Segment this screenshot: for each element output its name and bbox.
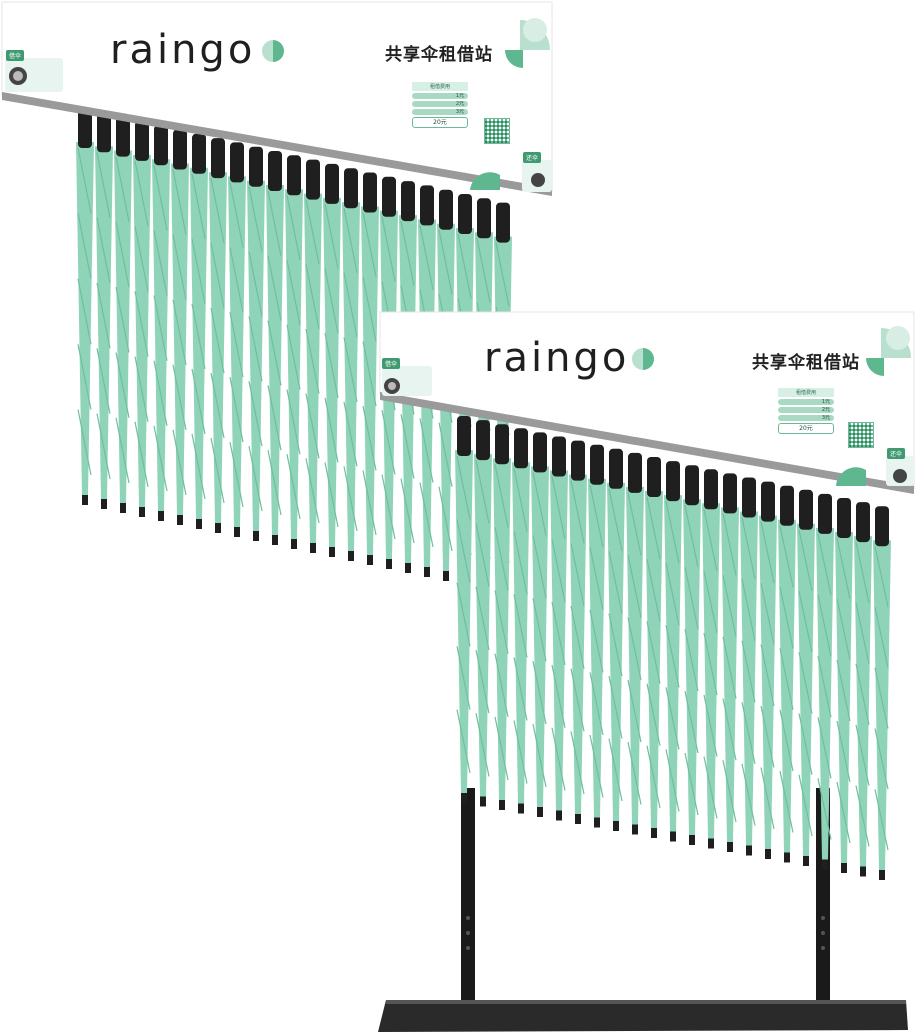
umbrella: [493, 424, 511, 810]
umbrella: [797, 489, 815, 866]
umbrella: [285, 155, 303, 549]
umbrella: [664, 461, 682, 842]
umbrella: [304, 159, 322, 553]
umbrella: [95, 112, 113, 509]
brand-logo-text: raingo: [110, 27, 256, 73]
station-title: 共享伞租借站: [752, 353, 860, 373]
pricing-row: 3元: [412, 109, 468, 115]
umbrella: [854, 502, 872, 877]
umbrella: [645, 457, 663, 838]
umbrella: [569, 440, 587, 824]
qr-code: [484, 118, 510, 144]
umbrella: [455, 416, 473, 803]
borrow-tag: 借伞: [6, 50, 25, 61]
pricing-card: 租借费用 1元 2元 3元 20元: [778, 388, 834, 434]
umbrella: [759, 481, 777, 859]
umbrella: [683, 465, 701, 845]
umbrella: [342, 168, 360, 561]
stand-base: [378, 1000, 908, 1032]
umbrella: [190, 133, 208, 529]
return-tag: 还伞: [887, 448, 906, 459]
umbrella: [152, 125, 170, 521]
brand-logo-dot: [262, 40, 284, 62]
umbrella: [247, 146, 265, 541]
umbrella: [114, 116, 132, 513]
umbrella: [702, 469, 720, 849]
umbrella: [133, 120, 151, 517]
umbrella-rack-front: [455, 416, 891, 880]
qr-code: [848, 422, 874, 448]
umbrella: [209, 138, 227, 533]
umbrella: [835, 498, 853, 873]
umbrella: [550, 436, 568, 821]
pricing-row: 1元: [412, 93, 468, 99]
pricing-cap: 20元: [412, 117, 468, 128]
brand-logo-dot: [632, 348, 654, 370]
return-tag: 还伞: [523, 152, 542, 163]
umbrella: [361, 172, 379, 565]
pricing-heading: 租借费用: [412, 82, 468, 91]
pricing-card: 租借费用 1元 2元 3元 20元: [412, 82, 468, 128]
umbrella: [873, 506, 891, 880]
station-front-graphic: [378, 311, 915, 1032]
pricing-row: 2元: [412, 101, 468, 107]
umbrella: [323, 163, 341, 557]
umbrella: [740, 477, 758, 856]
umbrella: [531, 432, 549, 817]
borrow-tag: 借伞: [382, 358, 401, 369]
pricing-heading: 租借费用: [778, 388, 834, 397]
umbrella: [76, 108, 94, 505]
brand-logo-text: raingo: [484, 335, 630, 381]
station-title: 共享伞租借站: [385, 45, 493, 65]
umbrella: [607, 448, 625, 831]
stand-left-post: [461, 788, 475, 1018]
umbrella: [512, 428, 530, 814]
umbrella: [721, 473, 739, 852]
umbrella: [228, 142, 246, 537]
pricing-cap: 20元: [778, 423, 834, 434]
umbrella: [171, 129, 189, 525]
umbrella-station-front: raingo 共享伞租借站 借伞 还伞 租借费用 1元 2元 3元 20元: [376, 308, 918, 1035]
pricing-row: 3元: [778, 415, 834, 421]
pricing-row: 1元: [778, 399, 834, 405]
umbrella: [778, 485, 796, 863]
umbrella: [816, 493, 834, 870]
umbrella: [266, 151, 284, 545]
pricing-row: 2元: [778, 407, 834, 413]
umbrella: [626, 452, 644, 835]
umbrella: [474, 420, 492, 807]
umbrella: [588, 444, 606, 828]
